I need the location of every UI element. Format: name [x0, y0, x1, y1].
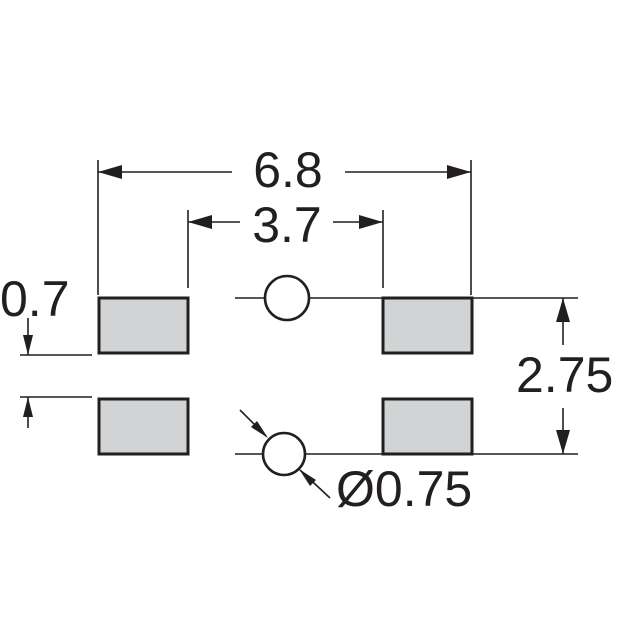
dimension-label-hole-diameter: Ø0.75 [336, 461, 472, 517]
dimension-label-pad-height: 0.7 [0, 271, 70, 327]
pad-top-left [97, 296, 190, 355]
arrowhead-pad-upper [23, 335, 33, 355]
dimension-label-row-pitch: 2.75 [516, 347, 613, 403]
dimension-label-inner-width: 3.7 [252, 197, 322, 253]
arrowhead-diameter-upper [251, 421, 268, 438]
pad-bottom-right [381, 397, 474, 456]
arrowhead-overall-left [98, 165, 122, 179]
hole-bottom [261, 431, 307, 477]
arrowhead-diameter-lower [299, 469, 316, 486]
hole-top [263, 274, 311, 322]
arrowhead-inner-left [188, 215, 212, 229]
dimension-label-overall-width: 6.8 [253, 142, 323, 198]
arrowhead-pad-lower [23, 397, 33, 417]
arrowhead-overall-right [447, 165, 471, 179]
arrowhead-pitch-lower [556, 430, 570, 454]
arrowhead-inner-right [359, 215, 383, 229]
arrowhead-pitch-upper [556, 298, 570, 322]
pad-top-right [381, 296, 474, 355]
pad-bottom-left [97, 397, 190, 456]
